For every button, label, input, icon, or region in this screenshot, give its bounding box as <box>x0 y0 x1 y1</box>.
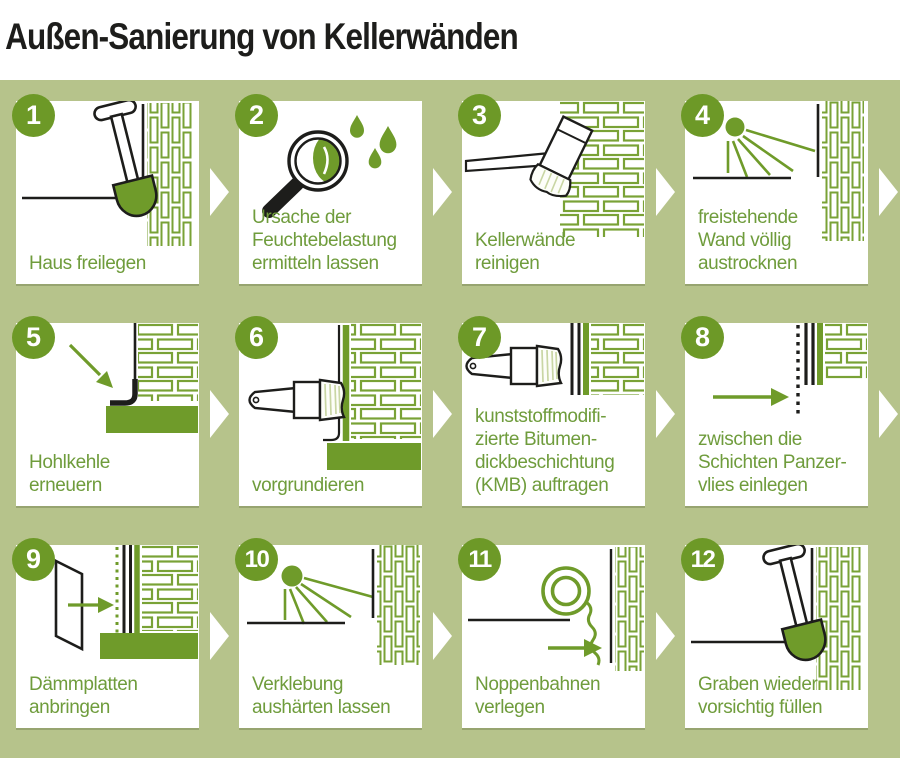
step-label: Graben wieder vorsichtig füllen <box>698 674 823 718</box>
arrow-right-icon <box>210 390 229 438</box>
step-cell-8: 8 zwischen die Schichten Panzer- vlies e… <box>681 316 898 506</box>
magnifier-water-drops-icon <box>262 115 397 218</box>
step-label: Noppenbahnen verlegen <box>475 674 601 718</box>
arrow-right-icon <box>656 168 675 216</box>
paintbrush-coating-icon <box>465 323 644 395</box>
arrow-right-icon <box>879 168 898 216</box>
step-number-badge: 8 <box>681 316 724 359</box>
step-cell-5: 5 Hohlkehle erneuern <box>12 316 229 506</box>
step-label: Dämmplatten anbringen <box>29 674 138 718</box>
step-label: vorgrundieren <box>252 475 365 496</box>
scrub-brush-wall-icon <box>464 101 644 237</box>
fillet-corner-icon <box>68 323 198 433</box>
page-title: Außen-Sanierung von Kellerwänden <box>5 16 519 57</box>
arrow-right-icon <box>656 390 675 438</box>
step-number-badge: 11 <box>458 538 501 581</box>
fleece-layer-arrow-icon <box>713 323 867 415</box>
step-number-badge: 4 <box>681 94 724 137</box>
sun-drying-wall-icon <box>693 101 864 241</box>
step-label: kunststoffmodifi- zierte Bitumen- dickbe… <box>475 406 615 496</box>
steps-grid: 1 Haus freilegen 2 <box>0 80 900 728</box>
step-cell-6: 6 vorgrundieren <box>235 316 452 506</box>
step-cell-4: 4 freistehende Wand völlig austrocknen <box>681 94 898 284</box>
step-cell-9: 9 Dämmplatten anbringen <box>12 538 229 728</box>
arrow-right-icon <box>433 612 452 660</box>
step-cell-11: 11 Noppenbahnen verlegen <box>458 538 675 728</box>
step-label: Hohlkehle erneuern <box>29 452 110 496</box>
arrow-right-icon <box>879 390 898 438</box>
step-label: Verklebung aushärten lassen <box>252 674 391 718</box>
step-cell-3: 3 Kel <box>458 94 675 284</box>
step-cell-7: 7 kunststoffmodifi- zierte Bitumen- dick… <box>458 316 675 506</box>
step-label: Ursache der Feuchtebelastung ermitteln l… <box>252 207 397 274</box>
step-number-badge: 7 <box>458 316 501 359</box>
arrow-right-icon <box>433 168 452 216</box>
green-background: 1 Haus freilegen 2 <box>0 80 900 758</box>
step-label: freistehende Wand völlig austrocknen <box>698 207 798 274</box>
paintbrush-priming-icon <box>248 323 421 470</box>
step-number-badge: 10 <box>235 538 278 581</box>
step-number-badge: 2 <box>235 94 278 137</box>
step-cell-12: 12 Graben wieder vorsichtig füllen <box>681 538 868 728</box>
step-number-badge: 12 <box>681 538 724 581</box>
header: Außen-Sanierung von Kellerwänden <box>0 0 900 80</box>
step-number-badge: 5 <box>12 316 55 359</box>
step-number-badge: 1 <box>12 94 55 137</box>
step-cell-2: 2 Ursache der Feuchte <box>235 94 452 284</box>
insulation-board-icon <box>54 545 198 659</box>
dimple-sheet-roll-icon <box>468 547 644 671</box>
sun-curing-wall-icon <box>247 545 420 665</box>
step-number-badge: 3 <box>458 94 501 137</box>
step-cell-1: 1 Haus freilegen <box>12 94 229 284</box>
step-number-badge: 9 <box>12 538 55 581</box>
step-label: Haus freilegen <box>29 253 146 274</box>
arrow-right-icon <box>656 612 675 660</box>
arrow-right-icon <box>433 390 452 438</box>
arrow-right-icon <box>210 612 229 660</box>
arrow-right-icon <box>210 168 229 216</box>
step-cell-10: 10 Verklebung aushärten lassen <box>235 538 452 728</box>
step-number-badge: 6 <box>235 316 278 359</box>
step-label: Kellerwände reinigen <box>475 230 576 274</box>
step-label: zwischen die Schichten Panzer- vlies ein… <box>698 429 847 496</box>
